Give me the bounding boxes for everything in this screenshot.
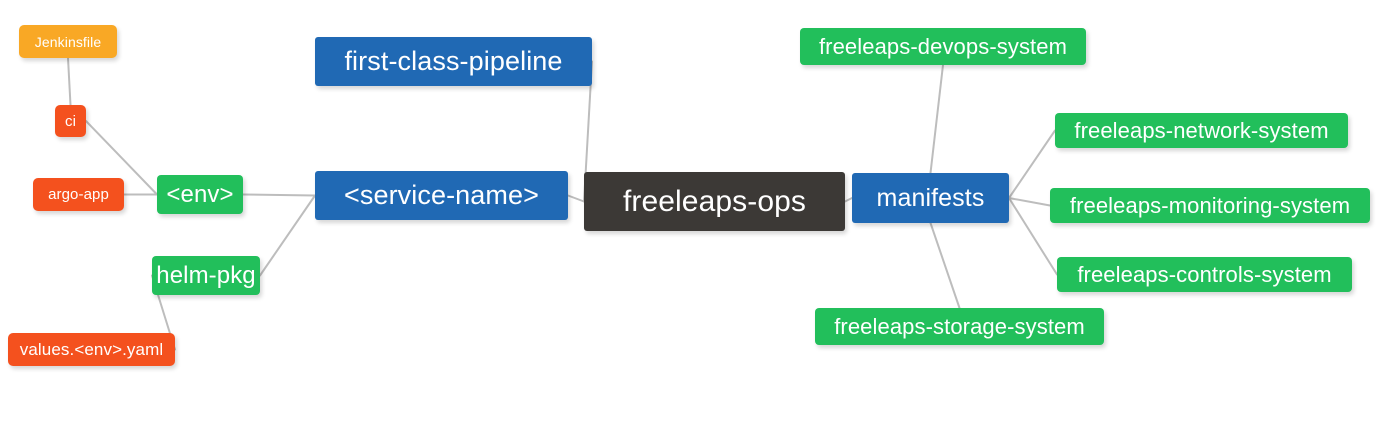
mindmap-node-label: Jenkinsfile [34, 33, 102, 50]
mindmap-edge-ci-to-jenkinsfile [67, 57, 72, 106]
mindmap-edge-service-to-env [242, 193, 316, 197]
mindmap-edge-root-to-manifests [844, 197, 853, 203]
mindmap-edge-manifests-to-storage [929, 222, 961, 309]
mindmap-node-monitoring[interactable]: freeleaps-monitoring-system [1050, 188, 1370, 223]
mindmap-edge-manifests-to-network [1008, 129, 1056, 199]
mindmap-edge-root-to-service [567, 194, 585, 203]
mindmap-node-root[interactable]: freeleaps-ops [584, 172, 845, 231]
mindmap-node-label: first-class-pipeline [344, 46, 563, 76]
mindmap-node-label: freeleaps-storage-system [834, 313, 1085, 339]
mindmap-node-argo[interactable]: argo-app [33, 178, 124, 211]
mindmap-node-service[interactable]: <service-name> [315, 171, 568, 220]
mindmap-node-label: manifests [876, 183, 985, 212]
mindmap-node-label: freeleaps-network-system [1074, 117, 1329, 143]
mindmap-node-controls[interactable]: freeleaps-controls-system [1057, 257, 1352, 292]
mindmap-node-label: <service-name> [344, 180, 539, 210]
mindmap-node-label: values.<env>.yaml [19, 340, 164, 359]
mindmap-node-label: ci [64, 112, 77, 130]
mindmap-node-ci[interactable]: ci [55, 105, 86, 137]
mindmap-node-network[interactable]: freeleaps-network-system [1055, 113, 1348, 148]
mindmap-node-label: freeleaps-controls-system [1077, 261, 1332, 287]
mindmap-node-helm[interactable]: helm-pkg [152, 256, 260, 295]
mindmap-node-pipeline[interactable]: first-class-pipeline [315, 37, 592, 86]
mindmap-node-env[interactable]: <env> [157, 175, 243, 214]
mindmap-node-storage[interactable]: freeleaps-storage-system [815, 308, 1104, 345]
mindmap-node-label: argo-app [48, 186, 109, 203]
mindmap-node-devops[interactable]: freeleaps-devops-system [800, 28, 1086, 65]
mindmap-node-label: <env> [166, 180, 234, 208]
mindmap-edge-service-to-helm [259, 194, 316, 277]
mindmap-node-jenkinsfile[interactable]: Jenkinsfile [19, 25, 117, 58]
mindmap-node-label: freeleaps-ops [622, 184, 807, 218]
mindmap-edge-manifests-to-devops [929, 64, 944, 174]
mindmap-node-manifests[interactable]: manifests [852, 173, 1009, 223]
mindmap-node-values[interactable]: values.<env>.yaml [8, 333, 175, 366]
mindmap-node-label: helm-pkg [156, 261, 256, 289]
mindmap-node-label: freeleaps-devops-system [818, 33, 1068, 59]
mindmap-edge-manifests-to-monitoring [1008, 197, 1051, 207]
mindmap-node-label: freeleaps-monitoring-system [1069, 192, 1351, 218]
